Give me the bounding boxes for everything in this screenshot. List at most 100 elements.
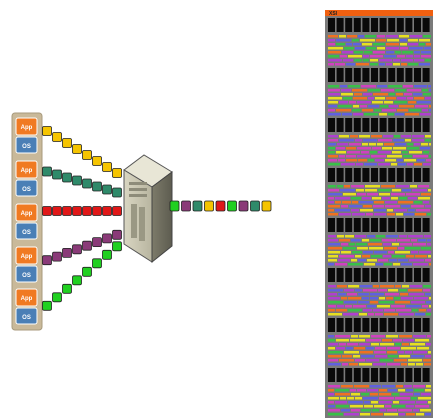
data-stripe: [382, 339, 392, 342]
data-stripe: [408, 363, 415, 366]
data-stripe: [356, 243, 367, 246]
data-stripe: [353, 113, 363, 116]
data-stripe: [414, 297, 428, 300]
data-stripe: [366, 347, 374, 350]
data-stripe: [387, 347, 400, 350]
data-stripe: [328, 143, 336, 146]
data-stripe: [407, 97, 413, 100]
data-stripe: [351, 239, 361, 242]
drive-slot: [423, 18, 430, 32]
data-stripe: [429, 155, 431, 158]
data-stripe: [394, 101, 407, 104]
data-stripe: [354, 347, 365, 350]
data-stripe: [362, 143, 368, 146]
data-stripe: [365, 185, 380, 188]
drive-slot: [345, 68, 352, 82]
data-stripe: [352, 213, 365, 216]
data-stripe: [426, 301, 431, 304]
data-stripe: [351, 259, 357, 262]
data-stripe: [418, 239, 426, 242]
data-stripe: [339, 155, 345, 158]
data-stripe: [427, 335, 431, 338]
data-stripe: [423, 163, 431, 166]
data-stripe: [383, 243, 391, 246]
data-stripe: [411, 205, 424, 208]
data-stripe: [408, 39, 418, 42]
os-label: OS: [22, 230, 31, 236]
drive-slot: [414, 268, 421, 282]
io-packet: [83, 207, 92, 216]
data-stripe: [399, 413, 405, 416]
data-stripe: [344, 301, 357, 304]
data-stripe: [424, 47, 431, 50]
data-stripe: [370, 293, 384, 296]
data-stripe: [381, 89, 394, 92]
data-stripe: [405, 351, 412, 354]
drive-slot: [371, 168, 378, 182]
data-stripe: [355, 397, 362, 400]
data-stripe: [387, 409, 397, 412]
data-stripe: [363, 93, 372, 96]
drive-slot: [337, 368, 344, 382]
data-stripe: [352, 251, 362, 254]
data-stripe: [373, 205, 384, 208]
data-stripe: [379, 397, 394, 400]
data-stripe: [339, 343, 346, 346]
data-stripe: [410, 185, 417, 188]
data-stripe: [374, 109, 381, 112]
data-stripe: [339, 359, 354, 362]
data-stripe: [395, 343, 401, 346]
io-packet: [43, 301, 52, 310]
data-stripe: [402, 189, 411, 192]
data-stripe: [364, 263, 375, 266]
data-stripe: [387, 351, 397, 354]
data-stripe: [352, 39, 359, 42]
drive-slot: [328, 118, 335, 132]
drive-slot: [423, 318, 430, 332]
data-stripe: [379, 389, 387, 392]
data-stripe: [336, 147, 345, 150]
data-stripe: [346, 347, 353, 350]
data-stripe: [388, 251, 394, 254]
data-stripe: [363, 251, 373, 254]
data-stripe: [328, 209, 334, 212]
data-stripe: [328, 347, 335, 350]
data-stripe: [396, 385, 403, 388]
data-stripe: [361, 151, 369, 154]
data-stripe: [397, 159, 403, 162]
data-stripe: [405, 139, 411, 142]
drive-slot: [345, 18, 352, 32]
data-stripe: [399, 289, 407, 292]
data-stripe: [395, 285, 401, 288]
data-stripe: [374, 201, 384, 204]
data-stripe: [353, 355, 360, 358]
io-packet: [83, 267, 92, 276]
data-stripe: [386, 35, 398, 38]
data-stripe: [392, 393, 399, 396]
data-stripe: [389, 259, 397, 262]
data-stripe: [396, 93, 403, 96]
data-stripe: [359, 335, 370, 338]
data-stripe: [349, 363, 358, 366]
data-stripe: [351, 393, 360, 396]
data-stripe: [370, 59, 378, 62]
data-stripe: [372, 147, 381, 150]
data-stripe: [357, 101, 371, 104]
data-stripe: [340, 189, 355, 192]
data-stripe: [406, 389, 413, 392]
data-stripe: [347, 35, 357, 38]
data-stripe: [383, 255, 391, 258]
data-stripe: [328, 247, 342, 250]
data-stripe: [425, 293, 431, 296]
data-stripe: [384, 143, 394, 146]
data-stripe: [328, 263, 334, 266]
data-stripe: [400, 401, 415, 404]
data-stripe: [341, 89, 351, 92]
data-stripe: [415, 213, 426, 216]
data-stripe: [328, 255, 338, 258]
data-stripe: [415, 255, 427, 258]
data-stripe: [399, 197, 407, 200]
data-stripe: [409, 259, 424, 262]
data-stripe: [328, 313, 342, 316]
data-stripe: [400, 293, 408, 296]
